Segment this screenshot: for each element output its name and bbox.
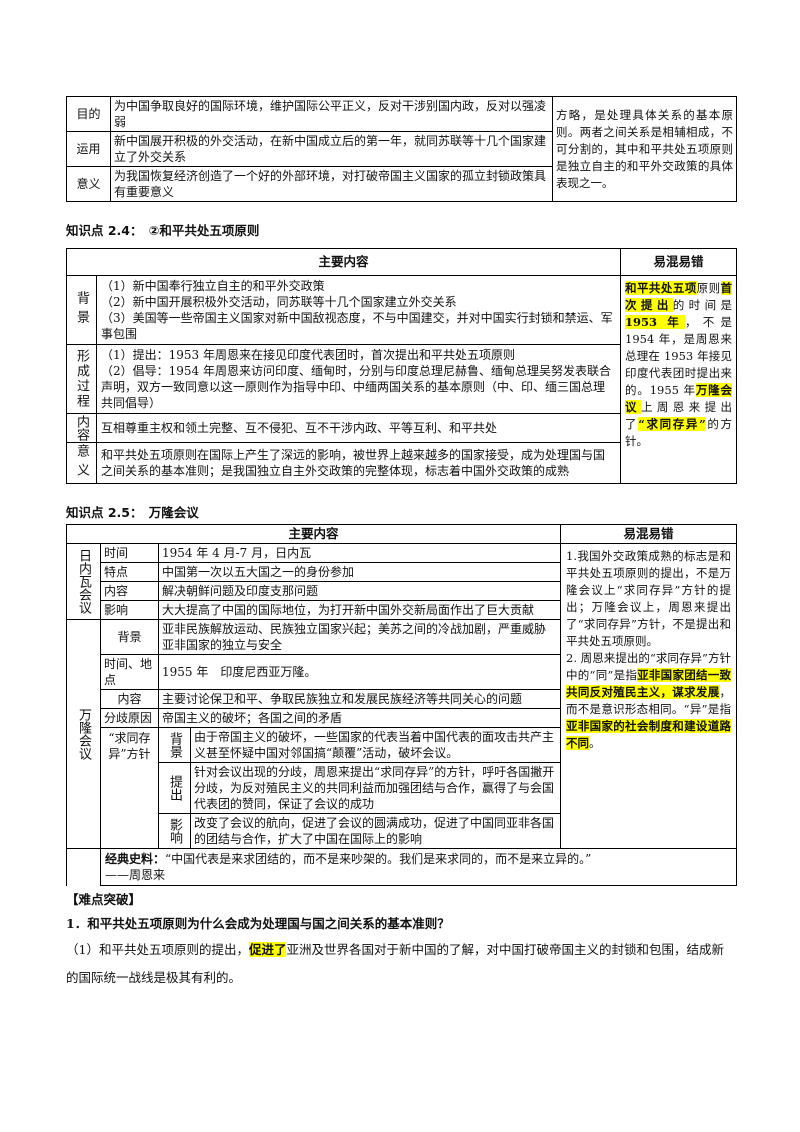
kp24-table: 主要内容 易混易错 背景 （1）新中国奉行独立自主的和平外交政策 （2）新中国开… xyxy=(65,248,738,484)
sub-text: 1955 年 印度尼西亚万隆。 xyxy=(157,654,562,690)
col-header-main: 主要内容 xyxy=(65,524,562,544)
formation-line: （1）提出：1953 年周恩来在接见印度代表团时，首次提出和平共处五项原则 xyxy=(101,348,515,362)
sub-text: 由于帝国主义的破坏，一些国家的代表当着中国代表的面攻击共产主义甚至怀疑中国对邻国… xyxy=(189,727,562,763)
sub-text: 帝国主义的破坏；各国之间的矛盾 xyxy=(157,708,562,728)
side-note: 1.我国外交政策成熟的标志是和平共处五项原则的提出，不是万隆会议上“求同存异”方… xyxy=(560,543,738,849)
row-label-background: 背景 xyxy=(66,275,97,345)
table-header-row: 主要内容 易混易错 xyxy=(65,248,738,276)
table-row: 形成过程 （1）提出：1953 年周恩来在接见印度代表团时，首次提出和平共处五项… xyxy=(66,344,737,414)
col-header-main: 主要内容 xyxy=(65,248,622,276)
mini-label: 背景 xyxy=(158,727,191,763)
table-row: 背景 （1）新中国奉行独立自主的和平外交政策 （2）新中国开展积极外交活动，同苏… xyxy=(66,275,738,484)
meaning-cell: 和平共处五项原则在国际上产生了深远的影响，被世界上越来越多的国家接受，成为处理国… xyxy=(95,442,622,484)
classic-quote: 经典史料：“中国代表是来求团结的，而不是来吵架的。我们是来求同的，而不是来立异的… xyxy=(99,848,738,886)
row-text: 为我国恢复经济创造了一个好的外部环境，对打破帝国主义国家的孤立封锁政策具有重要意… xyxy=(110,166,553,202)
table-row: “求同存异”方针 背景 由于帝国主义的破坏，一些国家的代表当着中国代表的面攻击共… xyxy=(67,727,737,849)
sub-text: 解决朝鲜问题及印度支那问题 xyxy=(157,581,562,601)
sub-text: 主要讨论保卫和平、争取民族独立和发展民族经济等共同关心的问题 xyxy=(157,689,562,709)
sub-label: 影响 xyxy=(100,600,159,620)
background-line: （3）美国等一些帝国主义国家对新中国敌视态度，不与中国建交，并对中国实行封锁和禁… xyxy=(101,311,613,341)
table-row: 特点 中国第一次以五大国之一的身份参加 xyxy=(67,562,737,582)
mini-label: 影响 xyxy=(158,813,191,849)
table-row: 提出 针对会议出现的分歧，周恩来提出“求同存异”的方针，呼吁各国撇开分歧，为反对… xyxy=(67,762,737,814)
sub-text: 改变了会议的航向，促进了会议的圆满成功，促进了中国同亚非各国的团结与合作，扩大了… xyxy=(189,813,562,849)
table-row: 经典史料：“中国代表是来求团结的，而不是来吵架的。我们是来求同的，而不是来立异的… xyxy=(66,848,738,886)
table-row: 意义 为我国恢复经济创造了一个好的外部环境，对打破帝国主义国家的孤立封锁政策具有… xyxy=(66,166,737,202)
row-text: 新中国展开积极的外交活动，在新中国成立后的第一年，就同苏联等十几个国家建立了外交… xyxy=(110,131,553,167)
table-row: 意义 和平共处五项原则在国际上产生了深远的影响，被世界上越来越多的国家接受，成为… xyxy=(66,442,737,484)
formation-line: （2）倡导：1954 年周恩来访问印度、缅甸时，分别与印度总理尼赫鲁、缅甸总理吴… xyxy=(101,364,611,410)
sub-label: 背景 xyxy=(100,619,159,655)
col-header-side: 易混易错 xyxy=(560,524,738,544)
sub-text: 针对会议出现的分歧，周恩来提出“求同存异”的方针，呼吁各国撇开分歧，为反对殖民主… xyxy=(189,762,562,814)
row-label: 运用 xyxy=(66,131,111,167)
row-label: 目的 xyxy=(66,96,111,132)
side-note: 方略，是处理具体关系的基本原则。两者之间关系是相辅相成，不可分割的，其中和平共处… xyxy=(552,96,737,202)
row-label-formation: 形成过程 xyxy=(66,344,97,414)
mini-label: 提出 xyxy=(158,762,191,814)
table-row: 内容 互相尊重主权和领土完整、互不侵犯、互不干涉内政、平等互利、和平共处 xyxy=(66,413,737,443)
table-row: 影响 大大提高了中国的国际地位，为打开新中国外交新局面作出了巨大贡献 xyxy=(67,600,737,620)
row-label-content: 内容 xyxy=(66,413,97,443)
sub-label: 内容 xyxy=(100,581,159,601)
sub-text: 亚非民族解放运动、民族独立国家兴起；美苏之间的冷战加剧，严重威胁亚非国家的独立与… xyxy=(157,619,562,655)
sub-label: 特点 xyxy=(100,562,159,582)
table-row: 时间、地点 1955 年 印度尼西亚万隆。 xyxy=(67,654,737,690)
background-cell: （1）新中国奉行独立自主的和平外交政策 （2）新中国开展积极外交活动，同苏联等十… xyxy=(95,275,622,345)
kp24-heading: 知识点 2.4： ②和平共处五项原则 xyxy=(66,223,260,238)
difficulty-title: 【难点突破】 xyxy=(66,892,142,907)
table-row: 影响 改变了会议的航向，促进了会议的圆满成功，促进了中国同亚非各国的团结与合作，… xyxy=(67,813,737,849)
col-header-side: 易混易错 xyxy=(620,248,738,276)
formation-cell: （1）提出：1953 年周恩来在接见印度代表团时，首次提出和平共处五项原则 （2… xyxy=(95,344,622,414)
question-1: 1．和平共处五项原则为什么会成为处理国与国之间关系的基本准则？ xyxy=(66,916,450,931)
row-text: 为中国争取良好的国际环境，维护国际公平正义，反对干涉别国内政，反对以强凌弱 xyxy=(110,96,553,132)
background-line: （1）新中国奉行独立自主的和平外交政策 xyxy=(101,279,325,293)
sub-text: 大大提高了中国的国际地位，为打开新中国外交新局面作出了巨大贡献 xyxy=(157,600,562,620)
table-row: 内容 主要讨论保卫和平、争取民族独立和发展民族经济等共同关心的问题 xyxy=(67,689,737,709)
sub-label: 分歧原因 xyxy=(100,708,159,728)
answer-paragraph: （1）和平共处五项原则的提出，促进了亚洲及世界各国对于新中国的了解，对中国打破帝… xyxy=(66,942,724,985)
kp25-heading: 知识点 2.5： 万隆会议 xyxy=(66,505,199,520)
side-note: 和平共处五项原则首次提出的时间是1953 年，不是 1954 年，是周恩来总理在… xyxy=(620,275,738,484)
sub-text: 中国第一次以五大国之一的身份参加 xyxy=(157,562,562,582)
table-row: 内容 解决朝鲜问题及印度支那问题 xyxy=(67,581,737,601)
row-label-geneva: 日内瓦会议 xyxy=(66,543,101,620)
sub-label: 时间 xyxy=(100,543,159,563)
continuation-table: 目的 为中国争取良好的国际环境，维护国际公平正义，反对干涉别国内政，反对以强凌弱… xyxy=(66,96,737,202)
table-row: 目的 为中国争取良好的国际环境，维护国际公平正义，反对干涉别国内政，反对以强凌弱… xyxy=(66,96,737,202)
table-row: 运用 新中国展开积极的外交活动，在新中国成立后的第一年，就同苏联等十几个国家建立… xyxy=(66,131,737,167)
kp25-table: 主要内容 易混易错 日内瓦会议 时间 1954 年 4 月-7 月，日内瓦 1.… xyxy=(65,524,738,886)
background-line: （2）新中国开展积极外交活动，同苏联等十几个国家建立外交关系 xyxy=(101,295,457,309)
sub-label: 内容 xyxy=(100,689,159,709)
table-row: 万隆会议 背景 亚非民族解放运动、民族独立国家兴起；美苏之间的冷战加剧，严重威胁… xyxy=(66,619,737,849)
content-cell: 互相尊重主权和领土完整、互不侵犯、互不干涉内政、平等互利、和平共处 xyxy=(95,413,622,443)
row-label-bandung: 万隆会议 xyxy=(66,619,101,849)
table-row: 日内瓦会议 时间 1954 年 4 月-7 月，日内瓦 1.我国外交政策成熟的标… xyxy=(66,543,738,849)
table-header-row: 主要内容 易混易错 xyxy=(65,524,738,544)
row-label-meaning: 意义 xyxy=(66,442,97,484)
document-page: 目的 为中国争取良好的国际环境，维护国际公平正义，反对干涉别国内政，反对以强凌弱… xyxy=(65,96,738,992)
sub-label-qiutongcunyi: “求同存异”方针 xyxy=(100,727,159,849)
sub-text: 1954 年 4 月-7 月，日内瓦 xyxy=(157,543,562,563)
row-label: 意义 xyxy=(66,166,111,202)
sub-label: 时间、地点 xyxy=(100,654,159,690)
